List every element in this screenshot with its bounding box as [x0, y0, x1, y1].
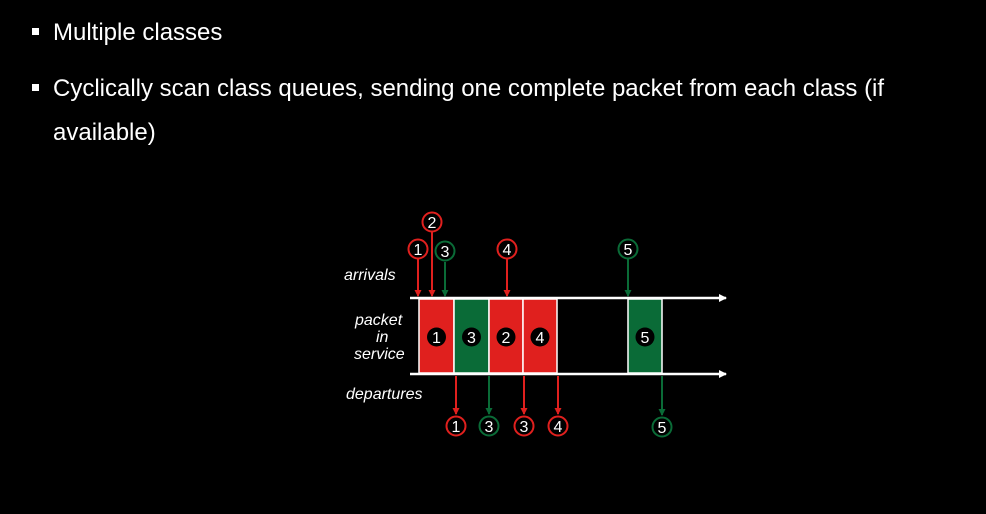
service-badge-4: 4: [530, 327, 550, 347]
arrival-badge-number: 1: [414, 242, 423, 259]
service-badge-number: 3: [467, 330, 476, 347]
arrival-badge-4: 4: [496, 238, 518, 260]
bullet-cyclic-scan: Cyclically scan class queues, sending on…: [32, 67, 972, 155]
service-badge-2: 3: [462, 327, 481, 347]
departure-badge-3: 3: [513, 415, 535, 437]
arrival-badge-circle: [421, 211, 443, 233]
arrival-badge-circle: [407, 238, 429, 260]
service-badge-1: 1: [427, 327, 446, 347]
departure-badge-number: 1: [452, 419, 461, 436]
departure-badge-4: 4: [547, 415, 569, 437]
service-badge-circle: [530, 327, 550, 347]
arrival-badge-5: 5: [617, 238, 639, 260]
departure-badge-circle: [478, 415, 500, 437]
bullet-marker: [32, 28, 39, 35]
departure-badge-2: 3: [478, 415, 500, 437]
arrival-badge-1: 1: [407, 238, 429, 260]
service-badge-3: 2: [496, 327, 516, 347]
service-badge-circle: [635, 327, 655, 347]
service-packet-3: 2: [488, 298, 524, 374]
arrival-arrows: 123 4 5: [407, 211, 639, 297]
departure-badge-circle: [445, 415, 467, 437]
arrival-badge-number: 5: [624, 242, 633, 259]
arrival-badge-3: 3: [434, 240, 456, 262]
service-packet-1: 1: [418, 298, 455, 374]
departure-badge-5: 5: [651, 416, 673, 438]
service-badge-circle: [462, 327, 481, 347]
departure-badge-number: 3: [520, 419, 529, 436]
service-boxes: 1 3 2 4 5: [418, 298, 663, 374]
bullet-text: Multiple classes: [53, 19, 223, 46]
arrival-badge-circle: [434, 240, 456, 262]
service-badge-circle: [427, 327, 446, 347]
service-badge-number: 5: [641, 330, 650, 347]
arrival-badge-number: 4: [503, 242, 512, 259]
arrival-badge-number: 3: [441, 244, 450, 261]
departure-badge-circle: [651, 416, 673, 438]
service-packet-5: 5: [627, 298, 663, 374]
in-label: in: [376, 329, 389, 346]
departures-label: departures: [346, 386, 423, 403]
service-badge-number: 1: [432, 330, 441, 347]
bullet-marker: [32, 84, 39, 91]
service-label: service: [354, 346, 405, 363]
departure-badge-circle: [513, 415, 535, 437]
service-badge-number: 4: [536, 330, 545, 347]
service-badge-circle: [496, 327, 516, 347]
departure-badge-1: 1: [445, 415, 467, 437]
departure-arrows: 1 3 3 4 5: [445, 376, 673, 438]
bullet-text: Cyclically scan class queues, sending on…: [53, 75, 885, 146]
arrivals-label: arrivals: [344, 267, 396, 284]
departure-badge-number: 5: [658, 420, 667, 437]
packet-label: packet: [354, 312, 403, 329]
arrival-badge-2: 2: [421, 211, 443, 233]
arrival-badge-circle: [496, 238, 518, 260]
departure-badge-number: 4: [554, 419, 563, 436]
service-packet-2: 3: [453, 298, 490, 374]
arrival-badge-circle: [617, 238, 639, 260]
service-badge-number: 2: [502, 330, 511, 347]
bullet-multiple-classes: Multiple classes: [32, 11, 222, 55]
departure-badge-number: 3: [485, 419, 494, 436]
service-packet-4: 4: [522, 298, 558, 374]
departure-badge-circle: [547, 415, 569, 437]
service-badge-5: 5: [635, 327, 655, 347]
arrival-badge-number: 2: [428, 215, 437, 232]
